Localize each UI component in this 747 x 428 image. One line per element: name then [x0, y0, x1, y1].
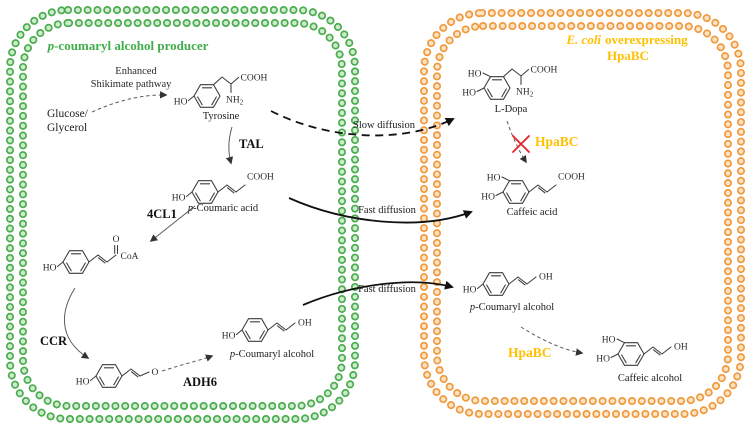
hydroxyl-label: HO — [174, 98, 188, 108]
carboxyl-label: COOH — [558, 173, 585, 183]
molecule-name-caffeic-acid: Caffeic acid — [507, 207, 559, 218]
enzyme-label-4cl1: 4CL1 — [147, 207, 177, 221]
blocked-reaction-x-icon — [512, 135, 530, 153]
carbonyl-oxygen-label: O — [113, 235, 120, 245]
producer-membrane-outer-leaflet — [6, 6, 359, 423]
enzyme-label-tal: TAL — [239, 137, 264, 151]
side-chain-bonds — [610, 338, 672, 359]
molecule-caffeic-alcohol: HO HO OH Caffeic alcohol — [596, 336, 688, 385]
fast-diffusion-acid-label: Fast diffusion — [358, 205, 417, 216]
molecule-coumaroyl-coa: HO O CoA — [43, 235, 139, 274]
molecule-name-caffeic-alcohol: Caffeic alcohol — [618, 373, 682, 384]
benzene-ring — [95, 364, 123, 388]
slow-diffusion-label: Slow diffusion — [353, 120, 416, 131]
fast-diffusion-acid-arrow — [288, 197, 473, 224]
molecule-name-p-coumaryl-alcohol-right: p-Coumaryl alcohol — [469, 302, 554, 313]
molecule-caffeic-acid: HO HO COOH Caffeic acid — [481, 173, 585, 219]
benzene-ring — [483, 76, 511, 100]
molecule-name-p-coumaric-acid: p-Coumaric acid — [187, 203, 259, 214]
side-chain-bonds — [476, 68, 530, 93]
amine-label: NH2 — [226, 96, 244, 107]
side-chain-bonds — [187, 76, 240, 102]
substrate-label-line2: Glycerol — [47, 122, 87, 134]
molecule-p-coumaric-acid: HO COOH p-Coumaric acid — [172, 173, 274, 215]
ecoli-cell-title-line2: HpaBC — [607, 48, 649, 63]
shikimate-pathway-arrow — [91, 91, 168, 113]
benzene-ring — [191, 180, 219, 204]
enzyme-label-hpabc-active: HpaBC — [508, 345, 552, 360]
tal-reaction-arrow — [225, 126, 234, 165]
alcohol-label: OH — [539, 273, 553, 283]
producer-cell-membrane — [6, 6, 359, 423]
benzene-ring — [193, 84, 221, 108]
alcohol-label: OH — [298, 319, 312, 329]
fast-diffusion-alcohol-arrow — [302, 280, 454, 306]
molecule-name-p-coumaryl-alcohol-left: p-Coumaryl alcohol — [229, 349, 314, 360]
benzene-ring — [482, 272, 510, 296]
hydroxyl-label: HO — [172, 194, 186, 204]
hydroxyl-label-bottom: HO — [462, 89, 476, 99]
fast-diffusion-alcohol-label: Fast diffusion — [358, 284, 417, 295]
aldehyde-oxygen-label: O — [152, 368, 159, 378]
hydroxyl-label-bottom: HO — [481, 193, 495, 203]
side-chain-bonds — [476, 276, 537, 290]
side-chain-bonds — [495, 176, 557, 197]
adh6-reaction-arrow — [161, 354, 214, 372]
carboxyl-label: COOH — [241, 74, 268, 84]
benzene-ring — [62, 250, 90, 274]
carboxyl-label: COOH — [247, 173, 274, 183]
molecule-p-coumaryl-alcohol-right: HO OH p-Coumaryl alcohol — [463, 272, 554, 313]
side-chain-bonds — [235, 322, 296, 336]
amine-label: NH2 — [516, 88, 534, 99]
benzene-ring — [617, 342, 645, 366]
carboxyl-label: COOH — [531, 66, 558, 76]
shikimate-note-line1: Enhanced — [115, 66, 157, 77]
hydroxyl-label: HO — [76, 378, 90, 388]
4cl1-reaction-arrow — [149, 205, 196, 242]
hydroxyl-label-bottom: HO — [596, 355, 610, 365]
molecule-tyrosine: HO COOH NH2 Tyrosine — [174, 74, 268, 123]
ecoli-membrane-inner-leaflet-fill — [434, 23, 731, 404]
molecule-name-tyrosine: Tyrosine — [203, 111, 240, 122]
ccr-reaction-arrow — [64, 287, 90, 359]
enzyme-label-adh6: ADH6 — [183, 375, 217, 389]
ecoli-cell-membrane — [420, 9, 745, 418]
shikimate-note-line2: Shikimate pathway — [91, 79, 173, 90]
ecoli-membrane-outer-leaflet — [420, 9, 745, 418]
molecule-name-l-dopa: L-Dopa — [495, 104, 528, 115]
producer-cell-title: p-coumaryl alcohol producer — [47, 38, 209, 53]
hydroxyl-label: HO — [463, 286, 477, 296]
producer-membrane-inner-leaflet-fill — [20, 20, 345, 409]
enzyme-label-ccr: CCR — [40, 334, 68, 348]
molecule-coumaraldehyde: HO O — [76, 364, 159, 388]
enzyme-label-hpabc-blocked: HpaBC — [535, 134, 579, 149]
benzene-ring — [241, 318, 269, 342]
alcohol-label: OH — [674, 343, 688, 353]
hpabc-reaction-arrow — [520, 326, 584, 356]
coa-label: CoA — [121, 252, 139, 262]
hydroxyl-label-top: HO — [487, 174, 501, 184]
hydroxyl-label-top: HO — [468, 70, 482, 80]
molecule-l-dopa: HO HO COOH NH2 L-Dopa — [462, 66, 557, 116]
side-chain-bonds — [185, 184, 246, 198]
benzene-ring — [502, 180, 530, 204]
hydroxyl-label-top: HO — [602, 336, 616, 346]
hydroxyl-label: HO — [222, 332, 236, 342]
molecule-p-coumaryl-alcohol-left: HO OH p-Coumaryl alcohol — [222, 318, 314, 360]
side-chain-bonds — [56, 244, 119, 268]
slow-diffusion-arrow — [270, 110, 455, 137]
substrate-label-line1: Glucose/ — [47, 108, 89, 120]
hydroxyl-label: HO — [43, 264, 57, 274]
side-chain-bonds — [89, 368, 150, 382]
